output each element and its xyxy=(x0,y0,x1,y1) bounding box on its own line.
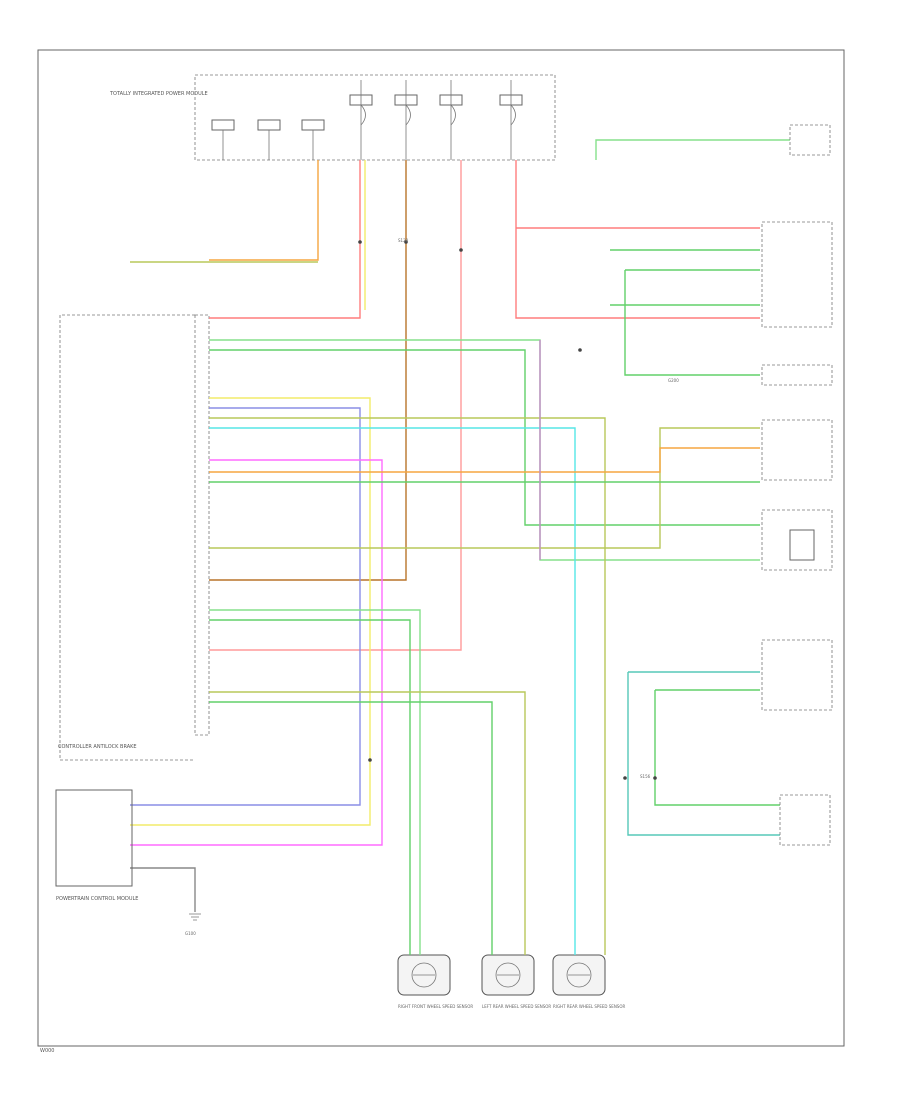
wire-green-cluster xyxy=(610,249,760,376)
wire-cyan-mid xyxy=(209,427,576,880)
splices xyxy=(358,240,657,780)
pcm-label: POWERTRAIN CONTROL MODULE xyxy=(56,896,138,902)
wire-olive-mid xyxy=(209,417,606,880)
wire-red-power xyxy=(209,160,361,319)
wire-brown xyxy=(209,160,407,581)
sensor-lr: LEFT REAR WHEEL SPEED SENSOR xyxy=(481,880,551,1009)
wire-olive-right xyxy=(209,427,760,549)
footer-code: W000 xyxy=(40,1048,55,1054)
ground-symbol: G100 xyxy=(185,913,201,936)
ground-label: G100 xyxy=(185,931,196,936)
splice-label-2: S156 xyxy=(640,774,651,779)
wire-lr-sensor-a xyxy=(209,691,526,880)
sensor-rf-label: RIGHT FRONT WHEEL SPEED SENSOR xyxy=(398,1004,473,1009)
wire-rf-sensor-b xyxy=(209,349,760,526)
sensor-rr-label: RIGHT REAR WHEEL SPEED SENSOR xyxy=(553,1004,625,1009)
sensor-rr: RIGHT REAR WHEEL SPEED SENSOR xyxy=(552,880,625,1009)
wire-rf-sensor-a xyxy=(209,339,760,561)
wire-pink xyxy=(209,160,462,651)
wire-lf-sensor-b xyxy=(209,619,411,880)
wire-ground xyxy=(130,867,196,912)
right-components xyxy=(761,124,833,846)
wire-red-right xyxy=(515,160,760,319)
abs-controller-connector: CONTROLLER ANTILOCK BRAKE xyxy=(58,314,210,761)
wire-green-lower xyxy=(654,689,780,806)
wire-yellow-mid xyxy=(130,397,371,826)
wire-teal-lower xyxy=(627,671,780,836)
wire-lr-sensor-b xyxy=(209,701,493,880)
wire-green-top xyxy=(595,139,790,160)
wires xyxy=(130,139,790,912)
fuse-block: TOTALLY INTEGRATED POWER MODULE xyxy=(109,74,556,161)
wheel-speed-sensors: RIGHT FRONT WHEEL SPEED SENSOR LEFT REAR… xyxy=(397,880,625,1009)
wire-orange xyxy=(209,160,319,261)
sensor-lr-label: LEFT REAR WHEEL SPEED SENSOR xyxy=(482,1004,551,1009)
sensor-rf: RIGHT FRONT WHEEL SPEED SENSOR xyxy=(397,880,473,1009)
pcm-module: POWERTRAIN CONTROL MODULE xyxy=(55,789,138,902)
splice-label-1: S120 xyxy=(398,238,409,243)
wire-orange-right xyxy=(209,447,760,473)
wire-magenta xyxy=(130,459,383,846)
controller-label: CONTROLLER ANTILOCK BRAKE xyxy=(58,744,137,750)
tipm-label: TOTALLY INTEGRATED POWER MODULE xyxy=(109,91,208,97)
wire-blue-mid xyxy=(130,407,361,806)
wire-lf-sensor-a xyxy=(209,609,421,880)
ground-label-right: G200 xyxy=(668,378,679,383)
page-frame xyxy=(37,49,845,1047)
